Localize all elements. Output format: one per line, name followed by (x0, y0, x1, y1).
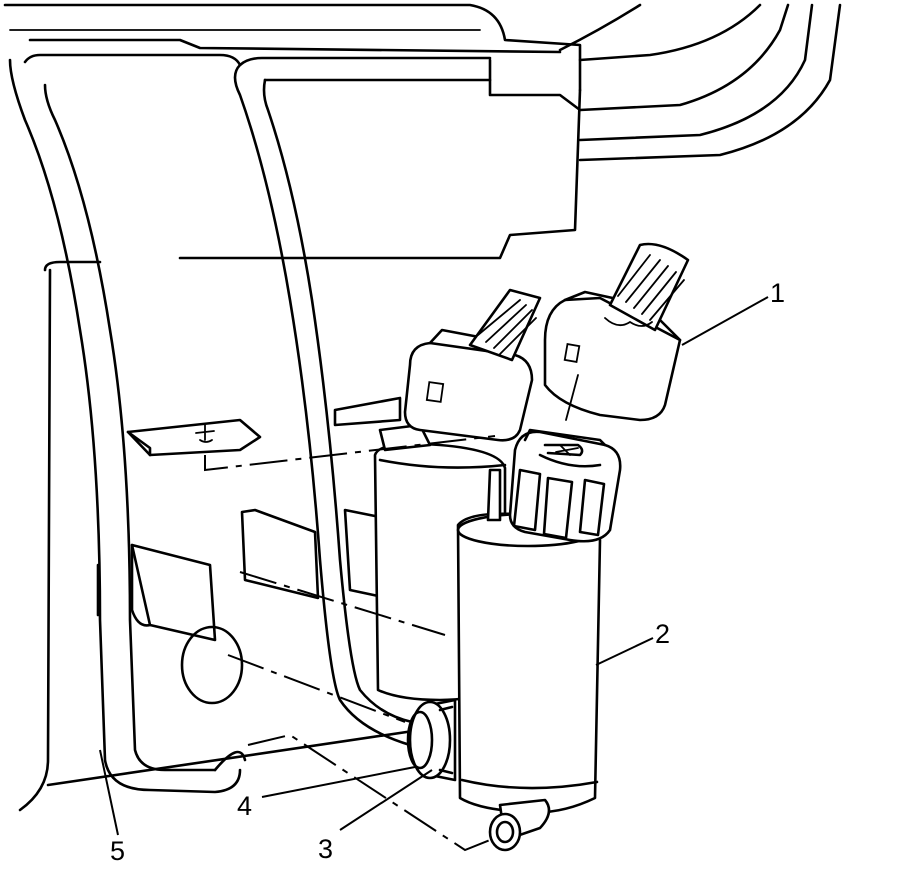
mounting-tab (126, 418, 262, 457)
electrical-connector (543, 242, 690, 422)
alignment-lines (204, 435, 496, 852)
mounting-bracket (96, 508, 422, 705)
callout-3: 3 (318, 834, 333, 864)
leader-lines (99, 296, 769, 836)
washer-pump (456, 374, 622, 852)
pump-grommet (406, 698, 457, 782)
reservoir-panel (3, 3, 842, 812)
callout-4: 4 (237, 791, 252, 821)
callout-5: 5 (110, 836, 125, 866)
callout-2: 2 (655, 619, 670, 649)
washer-hoses (8, 53, 492, 794)
callout-1: 1 (770, 278, 785, 308)
rear-connector (403, 288, 542, 442)
callout-labels: 1 2 3 4 5 (110, 278, 785, 866)
